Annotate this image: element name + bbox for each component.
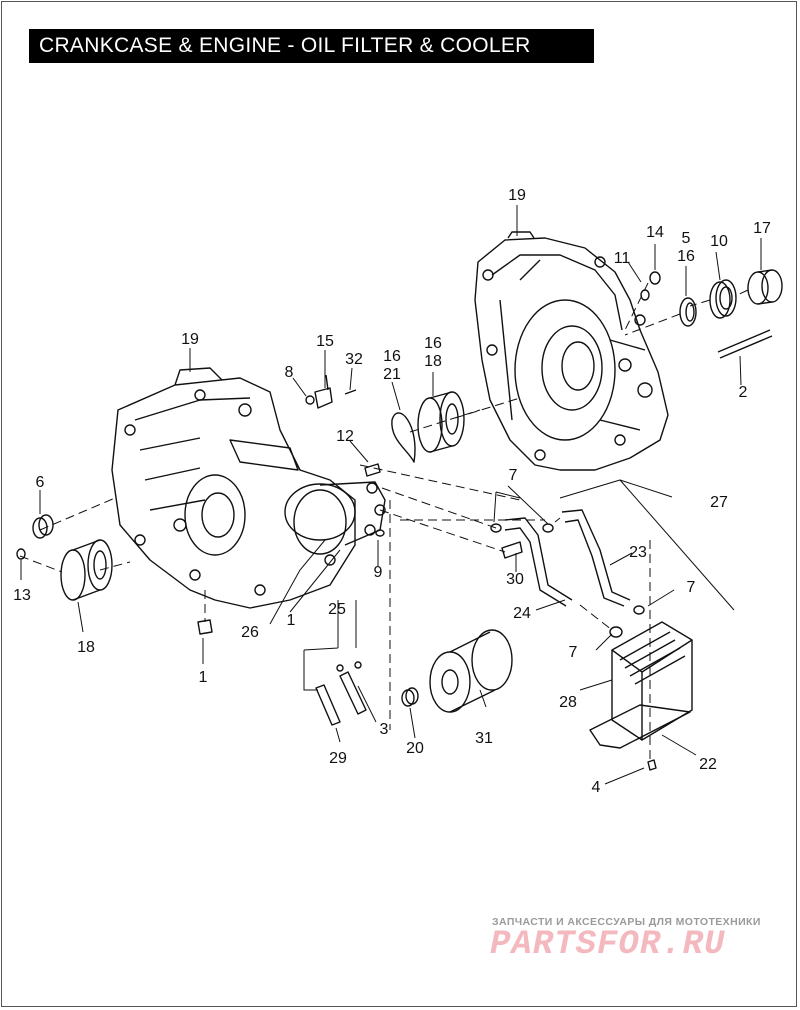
right-crankcase-half <box>474 231 669 471</box>
bearing-16-18 <box>417 391 465 453</box>
o-ring-9 <box>375 529 385 537</box>
page-title: CRANKCASE & ENGINE - OIL FILTER & COOLER <box>39 34 531 57</box>
callout-16-b: 16 <box>424 335 442 352</box>
callout-19-right: 19 <box>508 187 526 204</box>
callout-5: 5 <box>682 230 691 247</box>
watermark-logo: PARTSFOR.RU <box>490 926 726 964</box>
callout-8: 8 <box>285 364 294 381</box>
cooler-bracket-22 <box>589 704 691 749</box>
callout-18-a: 18 <box>424 353 442 370</box>
bearing-6 <box>32 514 54 539</box>
callout-26: 26 <box>241 624 259 641</box>
link-29 <box>315 671 367 726</box>
callout-4: 4 <box>592 779 601 796</box>
callout-29: 29 <box>329 750 347 767</box>
bearing-17 <box>747 269 783 305</box>
callout-32: 32 <box>345 351 363 368</box>
callout-13: 13 <box>13 587 31 604</box>
retaining-ring-16-21 <box>391 412 416 463</box>
clamp-7d <box>609 626 623 638</box>
clamp-7b <box>542 523 554 533</box>
bearing-10 <box>709 279 737 319</box>
callout-27: 27 <box>710 494 728 511</box>
callout-17: 17 <box>753 220 771 237</box>
adapter-20 <box>401 687 419 707</box>
callout-24: 24 <box>513 605 531 622</box>
plug-14 <box>649 271 661 285</box>
screw-25b <box>354 661 362 669</box>
callout-12: 12 <box>336 428 354 445</box>
callout-7-c: 7 <box>569 644 578 661</box>
callout-labels: 19 19 15 32 8 16 21 16 18 12 6 13 18 1 2… <box>13 187 771 796</box>
screw-25a <box>336 664 344 672</box>
dowel-13 <box>16 548 26 560</box>
bearing-18-left <box>60 539 113 601</box>
nut-4 <box>647 759 657 771</box>
plug-1 <box>197 619 213 635</box>
callout-18-b: 18 <box>77 639 95 656</box>
seal-5-16 <box>679 297 697 327</box>
oil-pump-26 <box>293 489 347 555</box>
screw-32 <box>344 389 357 395</box>
title-bar: CRANKCASE & ENGINE - OIL FILTER & COOLER <box>29 29 594 63</box>
hose-23 <box>561 509 631 607</box>
left-crankcase-half <box>111 367 386 609</box>
callout-30: 30 <box>506 571 524 588</box>
fitting-30 <box>501 541 523 559</box>
callout-20: 20 <box>406 740 424 757</box>
hose-24 <box>504 517 573 607</box>
dowel-12 <box>364 463 381 477</box>
oil-cooler-28 <box>611 621 693 741</box>
callout-22: 22 <box>699 756 717 773</box>
callout-23: 23 <box>629 544 647 561</box>
clamp-7a <box>490 523 502 533</box>
callout-14: 14 <box>646 224 664 241</box>
callout-1-a: 1 <box>199 669 208 686</box>
leader-lines <box>20 205 762 785</box>
callout-6: 6 <box>36 474 45 491</box>
callout-15: 15 <box>316 333 334 350</box>
callout-3: 3 <box>380 721 389 738</box>
callout-25: 25 <box>328 601 346 618</box>
callout-21: 21 <box>383 366 401 383</box>
oil-filter-31 <box>429 629 513 713</box>
o-ring-8 <box>305 395 315 405</box>
callout-11: 11 <box>614 250 631 267</box>
callout-2: 2 <box>739 384 748 401</box>
callout-19-left: 19 <box>181 331 199 348</box>
callout-7-b: 7 <box>687 579 696 596</box>
callout-31: 31 <box>475 730 493 747</box>
fitting-15 <box>314 374 333 409</box>
callout-16-c: 16 <box>677 248 695 265</box>
callout-16-a: 16 <box>383 348 401 365</box>
stud-2 <box>717 329 773 359</box>
callout-10: 10 <box>710 233 728 250</box>
callout-9: 9 <box>374 564 383 581</box>
watermark-subtitle: ЗАПЧАСТИ И АКСЕССУАРЫ ДЛЯ МОТОТЕХНИКИ <box>492 916 761 928</box>
callout-7-a: 7 <box>509 467 518 484</box>
o-ring-11 <box>640 289 650 301</box>
callout-28: 28 <box>559 694 577 711</box>
center-lines <box>19 282 749 760</box>
clamp-7c <box>633 605 645 615</box>
callout-1-b: 1 <box>287 612 296 629</box>
